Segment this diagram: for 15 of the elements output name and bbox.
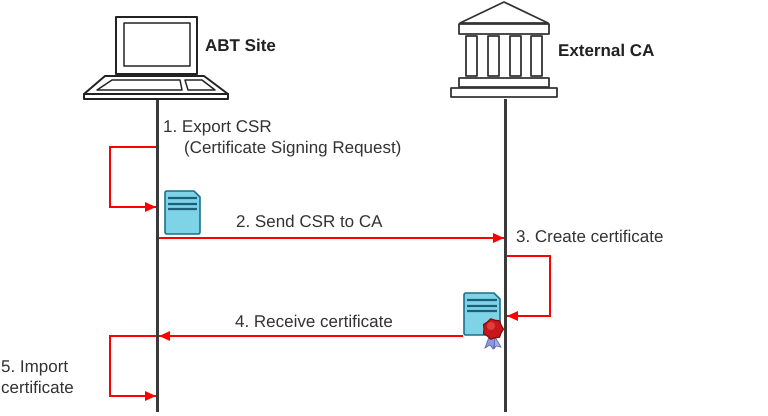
edge-label: 1. Export CSR (Certificate Signing Request) (163, 116, 402, 158)
lifeline (156, 100, 159, 412)
lifeline (504, 99, 507, 412)
edge-label: 5. Import certificate (1, 356, 75, 398)
message-arrow (159, 233, 504, 243)
message-arrow (109, 335, 156, 401)
edge-label: 3. Create certificate (516, 226, 664, 247)
message-arrow (159, 331, 463, 341)
message-arrow (507, 255, 551, 321)
certificate-icon (463, 292, 504, 350)
participant-label: External CA (558, 41, 654, 61)
participant-label: ABT Site (205, 36, 276, 56)
message-arrow (109, 146, 156, 212)
edge-label: 4. Receive certificate (235, 311, 393, 332)
edge-label: 2. Send CSR to CA (236, 211, 382, 232)
